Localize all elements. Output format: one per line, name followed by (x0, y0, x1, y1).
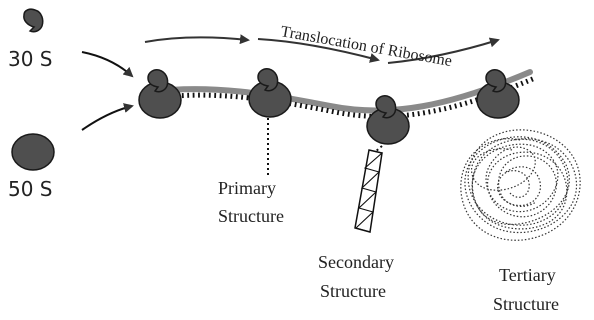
label-primary-line1: Primary (218, 178, 276, 198)
label-primary-line2: Structure (218, 206, 284, 226)
ribosome-initiation (138, 69, 182, 119)
translocation-label: Translocation of Ribosome (279, 23, 453, 70)
translocation-arrow-3 (387, 37, 500, 64)
label-50s: 50 S (8, 177, 53, 201)
secondary-structure-helix (354, 149, 384, 233)
translocation-arrow-2 (257, 38, 380, 63)
tertiary-structure-globule (460, 129, 581, 241)
small-subunit-30s (23, 8, 44, 33)
secondary-structure-helix-outline (354, 149, 383, 233)
assembly-arrow-50s (81, 103, 134, 131)
secondary-linker (374, 145, 383, 153)
ribosome-tertiary (476, 69, 520, 119)
mrna-strand (147, 69, 533, 114)
label-secondary-line2: Structure (320, 281, 386, 301)
translocation-arrow-1 (144, 34, 250, 45)
label-30s: 30 S (8, 47, 53, 71)
ribosome-primary (248, 68, 292, 118)
label-tertiary-line2: Structure (493, 294, 559, 314)
large-subunit-50s (11, 133, 55, 171)
label-secondary-line1: Secondary (318, 252, 394, 272)
ribosome-secondary (366, 95, 410, 145)
assembly-arrow-30s (81, 51, 134, 78)
label-tertiary-line1: Tertiary (499, 265, 556, 285)
